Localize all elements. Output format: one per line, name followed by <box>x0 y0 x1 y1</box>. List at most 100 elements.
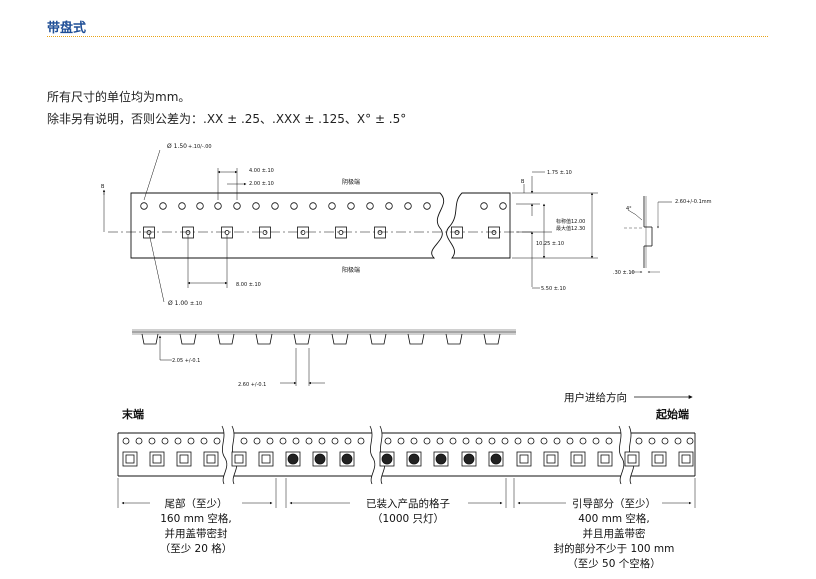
loaded-component <box>287 453 299 465</box>
pocket <box>149 451 165 467</box>
sprocket-hole <box>462 437 470 445</box>
side-pocket <box>179 333 197 345</box>
sprocket-hole <box>501 437 509 445</box>
sprocket-hole <box>213 437 221 445</box>
sprocket-hole <box>436 437 444 445</box>
pocket <box>374 226 386 239</box>
sprocket-hole <box>318 437 326 445</box>
dim-pocket-width: 2.60 +/-0.1 <box>238 382 266 388</box>
sprocket-hole <box>635 437 643 445</box>
pocket <box>176 451 192 467</box>
sprocket-hole <box>290 202 298 210</box>
svg-text:引导部分（至少）: 引导部分（至少） <box>572 497 656 510</box>
sprocket-hole <box>449 437 457 445</box>
sprocket-hole <box>475 437 483 445</box>
sprocket-hole <box>385 202 393 210</box>
section-mark-left: B <box>101 184 105 190</box>
sprocket-hole <box>527 437 535 445</box>
top-tape-view <box>108 192 532 259</box>
pocket <box>678 451 694 467</box>
sprocket-hole <box>661 437 669 445</box>
sprocket-hole <box>540 437 548 445</box>
sprocket-hole <box>410 437 418 445</box>
empty-cavity <box>627 454 637 464</box>
pocket <box>122 451 138 467</box>
trailer-description: 尾部（至少） 160 mm 空格, 并用盖带密封 （至少 20 格） <box>160 497 233 555</box>
pocket <box>516 451 532 467</box>
loaded-component <box>341 453 353 465</box>
dim-hole-tolerance: +.10/-.00 <box>188 144 212 150</box>
end-label: 末端 <box>121 407 144 421</box>
dim-pocket-depth: 2.60+/-0.1mm <box>675 199 712 205</box>
sprocket-hole <box>214 202 222 210</box>
dim-center-distance: 5.50 ±.10 <box>541 286 566 292</box>
sprocket-hole <box>648 437 656 445</box>
dim-pocket-hole-tolerance: ±.10 <box>190 301 202 307</box>
empty-cavity <box>654 454 664 464</box>
empty-cavity <box>152 454 162 464</box>
svg-text:尾部（至少）: 尾部（至少） <box>165 497 228 510</box>
empty-cavity <box>600 454 610 464</box>
svg-text:（1000 只灯）: （1000 只灯） <box>372 513 444 525</box>
dim-pocket-hole-diameter: Ø 1.00 <box>168 300 188 307</box>
sprocket-hole <box>148 437 156 445</box>
pocket <box>143 226 155 239</box>
pocket-hole <box>262 230 268 235</box>
dim-edge-to-hole: 1.75 ±.10 <box>547 170 572 176</box>
dim-width-nominal: 标称值12.00 <box>556 218 585 225</box>
sprocket-hole <box>196 202 204 210</box>
page-title: 带盘式 <box>47 21 87 36</box>
empty-cavity <box>234 454 244 464</box>
svg-text:已装入产品的格子: 已装入产品的格子 <box>366 497 450 510</box>
sprocket-holes-top <box>140 202 507 210</box>
section-mark-right: B <box>521 179 525 185</box>
sprocket-hole <box>331 437 339 445</box>
svg-text:160 mm 空格,: 160 mm 空格, <box>160 512 232 525</box>
pocket <box>258 451 274 467</box>
pocket-hole <box>491 230 497 235</box>
dim-hole-diameter: Ø 1.50 <box>167 143 187 150</box>
side-pocket <box>369 333 387 345</box>
side-pockets <box>141 333 501 345</box>
pocket-hole <box>338 230 344 235</box>
sprocket-hole <box>187 437 195 445</box>
sprocket-hole <box>161 437 169 445</box>
empty-cavity <box>206 454 216 464</box>
sprocket-hole <box>233 202 241 210</box>
pocket-hole <box>300 230 306 235</box>
loaded-component <box>435 453 447 465</box>
dim-tape-thickness: .30 ±.10 <box>613 270 635 276</box>
sprocket-hole <box>309 202 317 210</box>
pocket <box>570 451 586 467</box>
trailer-label-bg <box>150 496 242 510</box>
sprocket-hole <box>253 437 261 445</box>
sprocket-holes-bottom <box>122 437 694 445</box>
sprocket-hole <box>397 437 405 445</box>
title-divider <box>47 36 768 37</box>
svg-text:并用盖带密封: 并用盖带密封 <box>165 527 228 540</box>
break-line <box>221 425 228 485</box>
svg-text:（至少 20 格）: （至少 20 格） <box>160 542 233 555</box>
dim-hole-to-pocket: 2.00 ±.10 <box>249 181 274 187</box>
svg-text:并且用盖带密: 并且用盖带密 <box>583 527 646 540</box>
sprocket-hole <box>174 437 182 445</box>
svg-text:封的部分不少于 100 mm: 封的部分不少于 100 mm <box>554 542 675 555</box>
svg-text:（至少 50 个空格）: （至少 50 个空格） <box>567 557 661 570</box>
sprocket-hole <box>344 437 352 445</box>
sprocket-hole <box>674 437 682 445</box>
dim-hole-to-far-edge: 10.25 ±.10 <box>536 241 564 247</box>
sprocket-hole <box>200 437 208 445</box>
pockets-bottom <box>122 451 694 467</box>
sprocket-hole <box>514 437 522 445</box>
empty-cavity <box>573 454 583 464</box>
sprocket-hole <box>366 202 374 210</box>
sprocket-hole <box>579 437 587 445</box>
pockets-top <box>143 226 500 239</box>
side-pocket <box>407 333 425 345</box>
pocket <box>488 226 500 239</box>
sprocket-hole <box>252 202 260 210</box>
empty-cavity <box>546 454 556 464</box>
sprocket-hole <box>328 202 336 210</box>
units-note: 所有尺寸的单位均为mm。 <box>47 90 191 104</box>
